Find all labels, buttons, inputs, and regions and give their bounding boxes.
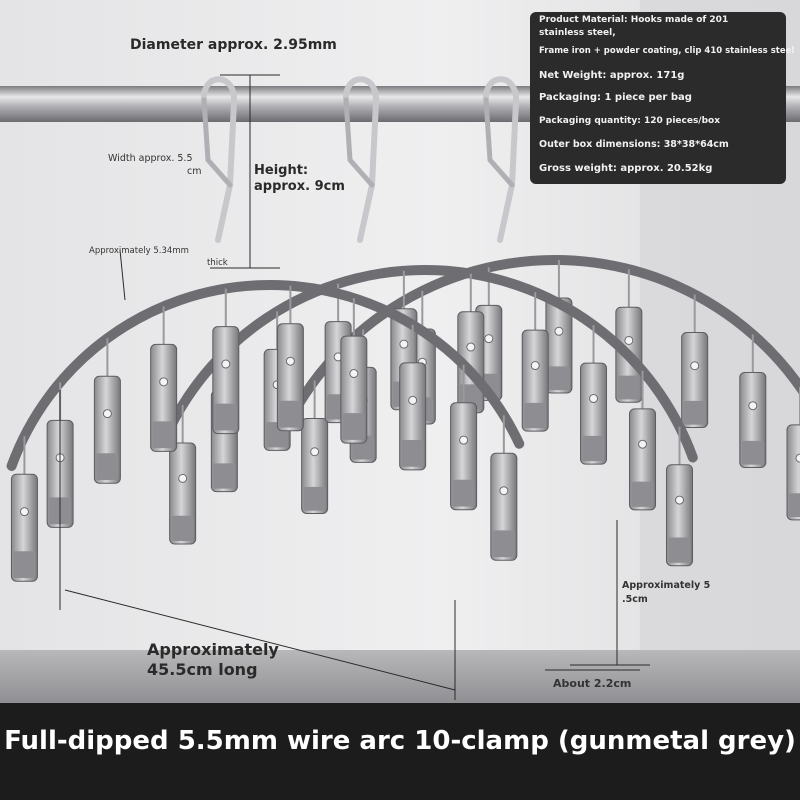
clip-pivot <box>159 377 169 387</box>
spec-box: Product Material: Hooks made of 201 stai… <box>530 12 794 184</box>
spec-packaging-quantity: Packaging quantity: 120 pieces/box <box>539 116 721 126</box>
arc-frame <box>6 280 525 471</box>
clip-pivot <box>674 495 684 505</box>
clip-grip <box>547 366 570 391</box>
title-banner <box>0 703 800 800</box>
spec-gross-weight: Gross weight: approx. 20.52kg <box>539 163 713 174</box>
clip-length-label-line1: Approximately 5 <box>622 580 711 591</box>
clip-grip <box>13 551 36 579</box>
dimension-lines <box>59 74 650 700</box>
height-label-line2: approx. 9cm <box>254 179 345 194</box>
clip-grip <box>582 435 605 462</box>
clip-grip <box>279 400 302 428</box>
spec-net-weight: Net Weight: approx. 171g <box>539 70 685 81</box>
hook-inner <box>201 97 233 188</box>
clip-grip <box>401 439 424 467</box>
spec-box-dimensions: Outer box dimensions: 38*38*64cm <box>539 139 729 150</box>
length-label-line2: 45.5cm long <box>147 660 258 679</box>
hook <box>200 76 238 243</box>
clip-grip <box>683 400 706 425</box>
hook-inner <box>343 97 375 188</box>
clip-grip <box>342 413 365 440</box>
spec-frame: Frame iron + powder coating, clip 410 st… <box>539 46 795 56</box>
hanger <box>290 76 800 521</box>
clip-pivot <box>624 335 634 345</box>
thickness-label-line2: thick <box>207 258 228 268</box>
clip-pivot <box>690 361 700 371</box>
clip-length-label-line2: .5cm <box>622 594 648 605</box>
hook <box>482 76 520 243</box>
width-unit-label: cm <box>187 166 202 177</box>
clip-grip <box>303 486 326 511</box>
clip-pivot <box>349 369 359 379</box>
floor-area <box>0 650 800 705</box>
clip-pivot <box>589 394 599 404</box>
clip-pivot <box>748 401 758 411</box>
spec-material-line2: stainless steel, <box>539 28 616 38</box>
clip-grip <box>788 493 800 518</box>
width-label: Width approx. 5.5 <box>108 153 193 164</box>
clip-pivot <box>310 447 320 457</box>
hanger <box>6 76 525 582</box>
clip-grip <box>617 375 640 400</box>
clip-grip <box>668 537 691 563</box>
clip-grip <box>631 481 654 507</box>
clip-pivot <box>285 356 295 366</box>
clip-pivot <box>178 473 188 483</box>
clip-grip <box>492 530 515 558</box>
clip-pivot <box>399 339 409 349</box>
arc-frame <box>290 255 800 415</box>
diameter-label: Diameter approx. 2.95mm <box>130 37 337 53</box>
clip-pivot <box>638 439 648 449</box>
spec-material-line1: Product Material: Hooks made of 201 <box>539 15 729 25</box>
clip-grip <box>213 463 236 489</box>
clip-grip <box>152 421 175 449</box>
length-line <box>64 589 456 691</box>
length-label-line1: Approximately <box>147 640 279 659</box>
thickness-label-line1: Approximately 5.34mm <box>89 246 189 256</box>
spec-packaging: Packaging: 1 piece per bag <box>539 92 692 103</box>
clip-pivot <box>459 435 469 445</box>
clip-pivot <box>221 359 231 369</box>
height-label-line1: Height: <box>254 163 309 178</box>
clip-pivot <box>795 453 800 463</box>
clip-grip <box>524 402 547 429</box>
clip-grip <box>171 515 194 541</box>
hook-inner <box>483 97 515 188</box>
thickness-pointer <box>119 249 126 301</box>
hook <box>342 76 380 243</box>
clip-grip <box>741 440 764 465</box>
clip-pivot <box>19 507 29 517</box>
clip-grip <box>452 479 475 507</box>
banner-title: Full-dipped 5.5mm wire arc 10-clamp (gun… <box>4 726 796 756</box>
clip-hangers <box>6 76 800 582</box>
clip-pivot <box>102 409 112 419</box>
clip-pivot <box>554 326 564 336</box>
clip-pivot <box>408 395 418 405</box>
clip-grip <box>214 403 237 431</box>
clip-pivot <box>499 486 509 496</box>
clip-pivot <box>484 334 494 344</box>
clip-pivot <box>530 361 540 371</box>
clip-grip <box>96 453 119 481</box>
clip-width-label: About 2.2cm <box>553 677 632 690</box>
clip-pivot <box>466 342 476 352</box>
